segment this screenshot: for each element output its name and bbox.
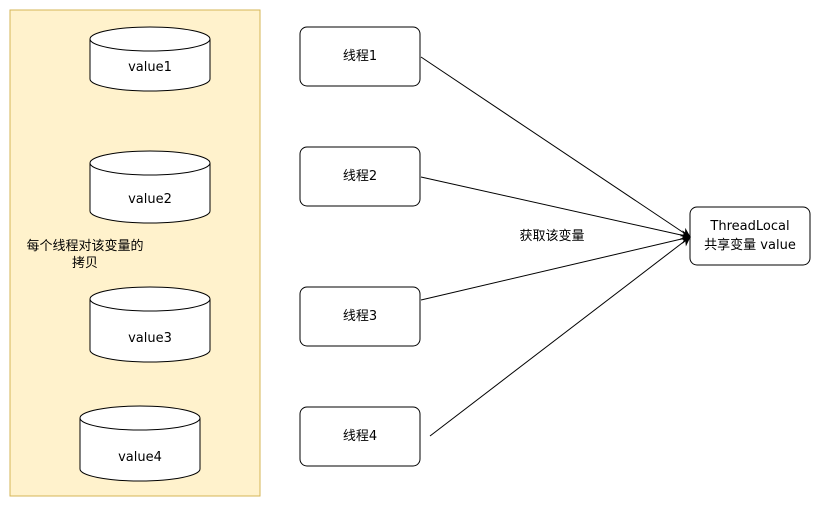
thread-label-2: 线程2 <box>342 169 378 184</box>
threadlocal-label-line1: ThreadLocal <box>710 219 790 234</box>
cylinder-label-3: value3 <box>128 331 172 346</box>
thread-box-1 <box>299 26 421 87</box>
thread-label-4: 线程4 <box>342 429 378 444</box>
thread-label-3: 线程3 <box>342 309 378 324</box>
panel-label: 每个线程对该变量的 拷贝 <box>20 238 150 272</box>
edge-thread4-to-threadlocal <box>429 236 691 437</box>
panel-label-line2: 拷贝 <box>71 256 98 271</box>
edge-thread2-to-threadlocal <box>420 176 691 240</box>
thread-box-3 <box>299 286 421 347</box>
thread-label-1: 线程1 <box>342 49 378 64</box>
cylinder-value4 <box>79 405 201 482</box>
thread-box-2 <box>299 146 421 207</box>
edge-thread3-to-threadlocal <box>420 234 691 301</box>
panel-label-line1: 每个线程对该变量的 <box>26 239 144 254</box>
cylinder-value2 <box>89 150 211 224</box>
edge-thread1-to-threadlocal <box>420 56 691 238</box>
threadlocal-label-line2: 共享变量 value <box>704 238 796 253</box>
cylinder-value1 <box>89 26 211 92</box>
edge-label: 获取该变量 <box>519 229 585 244</box>
threadlocal-label: ThreadLocal 共享变量 value <box>690 207 810 265</box>
cylinder-label-4: value4 <box>118 450 162 465</box>
thread-box-4 <box>299 406 421 467</box>
cylinder-value3 <box>89 286 211 363</box>
cylinder-label-1: value1 <box>128 60 172 75</box>
cylinder-label-2: value2 <box>128 192 172 207</box>
